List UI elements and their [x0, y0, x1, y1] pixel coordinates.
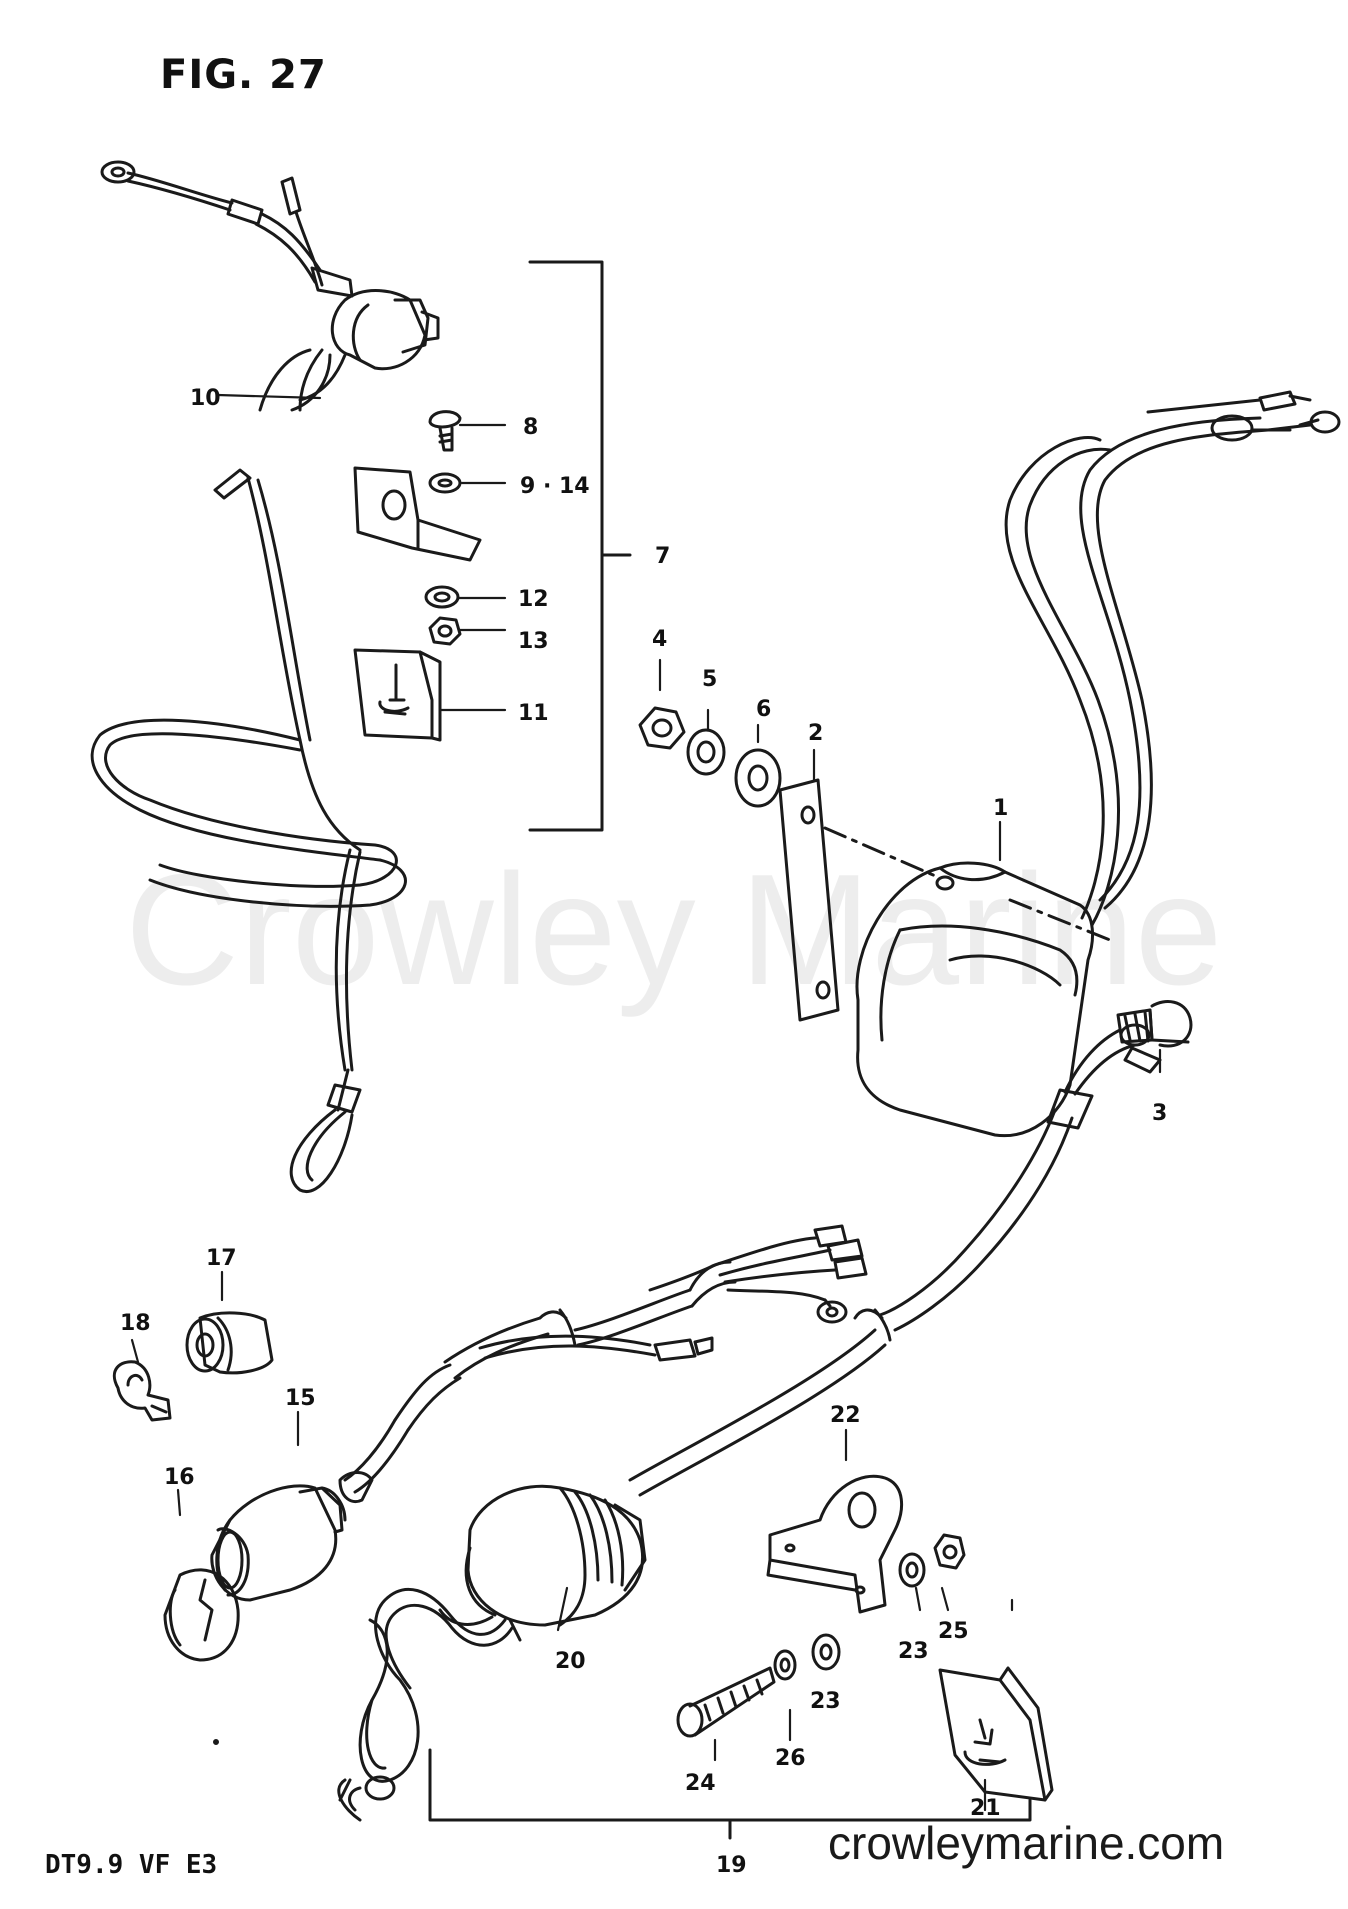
- label-part-21: 21: [970, 1796, 1001, 1821]
- bracket-line-part-19: [428, 1748, 1032, 1840]
- plate-part-11: [353, 648, 442, 742]
- label-part-5: 5: [702, 667, 717, 692]
- stop-switch-assembly: [90, 160, 440, 1194]
- grommet-part-17: [185, 1311, 274, 1375]
- label-part-20: 20: [555, 1649, 586, 1674]
- label-part-15: 15: [285, 1386, 316, 1411]
- bracket-part-22: [766, 1474, 904, 1614]
- label-part-1: 1: [993, 796, 1008, 821]
- label-part-13: 13: [518, 629, 549, 654]
- model-code: DT9.9 VF E3: [45, 1850, 218, 1880]
- label-part-10: 10: [190, 386, 221, 411]
- label-part-8: 8: [523, 415, 538, 440]
- label-part-11: 11: [518, 701, 549, 726]
- nut-part-25: [933, 1533, 966, 1570]
- label-part-2: 2: [808, 721, 823, 746]
- label-part-18: 18: [120, 1311, 151, 1336]
- nut-part-4: [638, 706, 686, 750]
- bolt-part-3: [1116, 1000, 1193, 1048]
- washer-part-12: [424, 585, 460, 609]
- washer-part-6: [734, 748, 782, 808]
- label-part-24: 24: [685, 1771, 716, 1796]
- bracket-line-part-7: [528, 260, 632, 832]
- clip-part-18: [112, 1360, 172, 1422]
- label-part-22: 22: [830, 1403, 861, 1428]
- label-part-9-14: 9 · 14: [520, 474, 590, 499]
- label-part-12: 12: [518, 587, 549, 612]
- website-url: crowleymarine.com: [828, 1817, 1225, 1869]
- watermark: Crowley Marine: [125, 842, 1223, 1018]
- label-part-23-upper: 23: [898, 1639, 929, 1664]
- figure-title: FIG. 27: [160, 52, 327, 98]
- plate-part-21: [938, 1666, 1054, 1802]
- label-part-26: 26: [775, 1746, 806, 1771]
- plate-part-2: [778, 778, 942, 1022]
- switch-part-20: [337, 1484, 647, 1822]
- label-part-4: 4: [652, 627, 667, 652]
- label-part-17: 17: [206, 1246, 237, 1271]
- label-part-19: 19: [716, 1853, 747, 1878]
- label-part-6: 6: [756, 697, 771, 722]
- lock-washer-part-5: [686, 728, 726, 776]
- label-part-23-lower: 23: [810, 1689, 841, 1714]
- switch-bracket: [353, 466, 482, 562]
- washer-part-23-lower: [811, 1633, 841, 1671]
- screw-part-24: [676, 1666, 776, 1738]
- label-part-7: 7: [655, 544, 670, 569]
- label-part-25: 25: [938, 1619, 969, 1644]
- cap-part-16: [163, 1568, 240, 1662]
- label-part-16: 16: [164, 1465, 195, 1490]
- lower-harness: [338, 1023, 1162, 1504]
- washer-part-9: [428, 472, 462, 494]
- washer-part-23-upper: [898, 1552, 926, 1588]
- lock-washer-part-26: [773, 1649, 797, 1681]
- switch-part-15: [210, 1484, 347, 1602]
- main-unit-part-1: [855, 390, 1341, 1138]
- screw-part-8: [428, 410, 462, 452]
- part-labels: 10 8 9 · 14 7 12 13 11 4 5 6 2 1 3 17 18…: [120, 386, 1167, 1878]
- label-part-3: 3: [1152, 1101, 1167, 1126]
- nut-part-13: [428, 616, 462, 646]
- leader-lines: [130, 393, 1162, 1812]
